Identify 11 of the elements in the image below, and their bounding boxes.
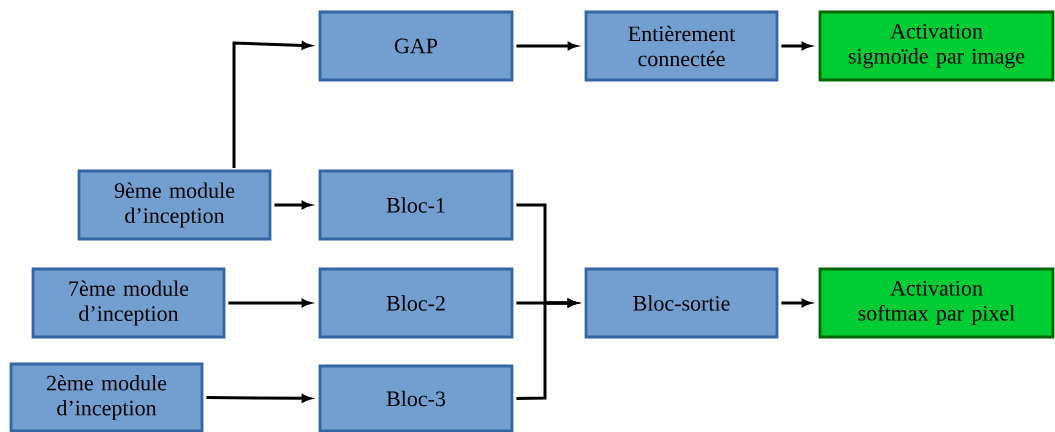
process-box: Bloc-3 — [318, 364, 514, 432]
process-box: Bloc-2 — [318, 267, 514, 339]
process-box: Entièrement connectée — [584, 10, 779, 82]
output-box: Activation softmax par pixel — [818, 267, 1055, 339]
process-box: Bloc-1 — [318, 169, 514, 241]
process-box: 2ème module d’inception — [9, 362, 204, 432]
output-box: Activation sigmoïde par image — [818, 10, 1055, 82]
process-box: 7ème module d’inception — [31, 267, 226, 339]
process-box: GAP — [318, 10, 514, 82]
process-box: Bloc-sortie — [584, 267, 779, 339]
process-box: 9ème module d’inception — [77, 169, 272, 241]
